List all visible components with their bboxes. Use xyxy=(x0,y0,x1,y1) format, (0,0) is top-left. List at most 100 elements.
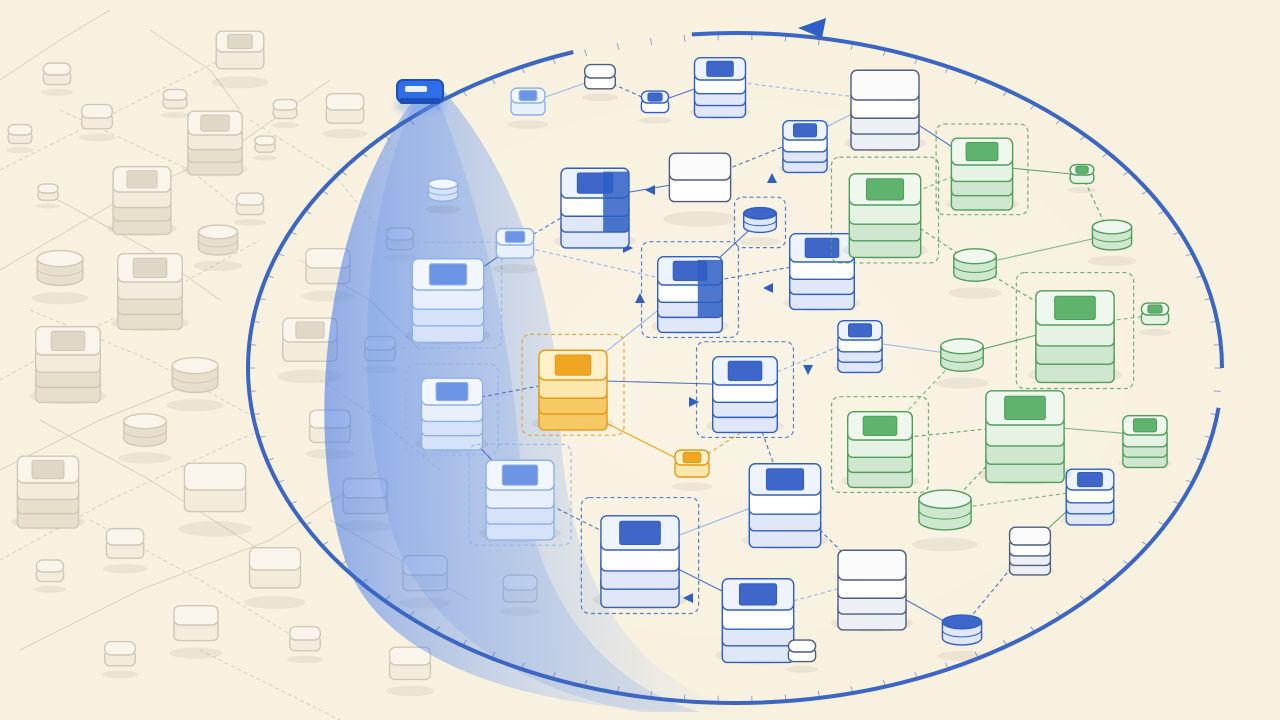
scanned-node xyxy=(783,233,861,312)
cylinder-top xyxy=(941,614,983,630)
node-top-panel xyxy=(738,583,778,606)
node-top-panel xyxy=(706,60,734,77)
node-top xyxy=(787,639,817,653)
node-shadow xyxy=(912,537,978,552)
neutral-node xyxy=(785,639,819,673)
node-top-panel xyxy=(619,520,661,545)
node-top xyxy=(162,88,188,101)
neutral-node xyxy=(844,69,926,152)
node-shadow xyxy=(40,88,74,96)
node-shadow xyxy=(252,155,278,161)
ring-tick xyxy=(914,57,918,65)
ring-tick xyxy=(1158,210,1166,215)
node-top xyxy=(1008,526,1052,546)
blue-link xyxy=(744,384,786,496)
node-top-panel xyxy=(1004,395,1046,420)
node-shadow xyxy=(322,129,368,139)
node-top xyxy=(35,559,65,573)
ring-tick xyxy=(277,252,285,257)
ring-tick xyxy=(1173,500,1181,505)
faded-node xyxy=(118,413,172,464)
sweep-beam-core xyxy=(367,92,700,712)
node-top-panel xyxy=(428,263,468,286)
node-top xyxy=(103,640,137,656)
faded-node xyxy=(233,192,267,226)
unscanned-node xyxy=(935,123,1029,216)
node-top-panel xyxy=(554,354,592,376)
ring-tick xyxy=(1002,639,1008,647)
node-shadow xyxy=(286,655,324,664)
node-halo xyxy=(405,363,499,456)
ring-tick xyxy=(1055,611,1062,618)
node-top xyxy=(37,183,59,194)
faded-node xyxy=(182,110,248,177)
faded-node xyxy=(5,123,35,154)
ring-tick xyxy=(944,662,949,670)
ring-tick xyxy=(408,611,415,618)
faded-node xyxy=(160,88,190,119)
scanned-node xyxy=(492,227,538,274)
scanned-node xyxy=(424,178,462,214)
ring-tick xyxy=(1196,275,1204,279)
ring-tick xyxy=(616,42,620,50)
faded-node xyxy=(166,356,224,412)
cylinder-top xyxy=(953,248,997,265)
node-top-panel xyxy=(435,382,469,402)
node-shadow xyxy=(101,670,139,679)
ring-tick xyxy=(552,671,556,679)
ring-tick xyxy=(1210,413,1218,416)
node-top-panel xyxy=(848,323,872,338)
scanned-node xyxy=(554,167,636,250)
node-shadow xyxy=(78,133,116,142)
node-shadow xyxy=(5,147,35,154)
ring-tick xyxy=(1204,297,1212,301)
ring-tick xyxy=(340,170,347,176)
scanned-node xyxy=(468,443,572,546)
faded-node xyxy=(33,559,67,593)
node-arrow-icon xyxy=(689,397,699,407)
node-top-panel xyxy=(50,330,86,351)
node-top xyxy=(173,604,219,626)
scanned-node xyxy=(778,119,832,174)
node-shadow xyxy=(424,205,462,214)
node-shadow xyxy=(638,116,672,124)
cylinder-top xyxy=(427,178,459,190)
node-top-panel xyxy=(647,92,663,102)
faded-node xyxy=(270,98,300,129)
faded-node xyxy=(178,462,252,537)
ring-direction-arrow-icon xyxy=(798,18,826,38)
neutral-node xyxy=(831,549,913,632)
node-top xyxy=(235,192,265,206)
ring-tick xyxy=(1079,595,1086,602)
ring-tick xyxy=(616,686,620,694)
node-top xyxy=(388,646,432,666)
node-top-panel xyxy=(1147,304,1163,314)
cylinder-top xyxy=(940,338,984,355)
node-shadow xyxy=(102,564,148,574)
ring-tick xyxy=(850,686,854,694)
cylinder-top xyxy=(36,249,84,268)
ring-tick xyxy=(462,639,468,647)
network-nodes xyxy=(393,56,1172,673)
ring-tick xyxy=(683,34,686,42)
node-shadow xyxy=(35,203,61,209)
cylinder-band xyxy=(1091,234,1133,243)
cylinder-band xyxy=(36,267,84,277)
ring-tick xyxy=(1030,626,1036,633)
scanned-node xyxy=(695,341,795,439)
faded-node xyxy=(322,92,368,139)
faded-node xyxy=(31,249,89,305)
node-top xyxy=(105,527,145,546)
sweep-emitter-icon xyxy=(394,79,446,114)
ring-tick xyxy=(289,231,297,236)
cylinder-band xyxy=(918,509,972,520)
ring-tick xyxy=(817,690,821,698)
ring-tick xyxy=(521,662,526,670)
node-arrow-icon xyxy=(763,283,773,293)
scanned-node xyxy=(742,463,828,550)
node-shadow xyxy=(1067,187,1097,194)
node-halo xyxy=(521,333,625,436)
ring-tick xyxy=(1141,541,1149,546)
green-link xyxy=(879,354,961,441)
node-shadow xyxy=(31,292,89,305)
